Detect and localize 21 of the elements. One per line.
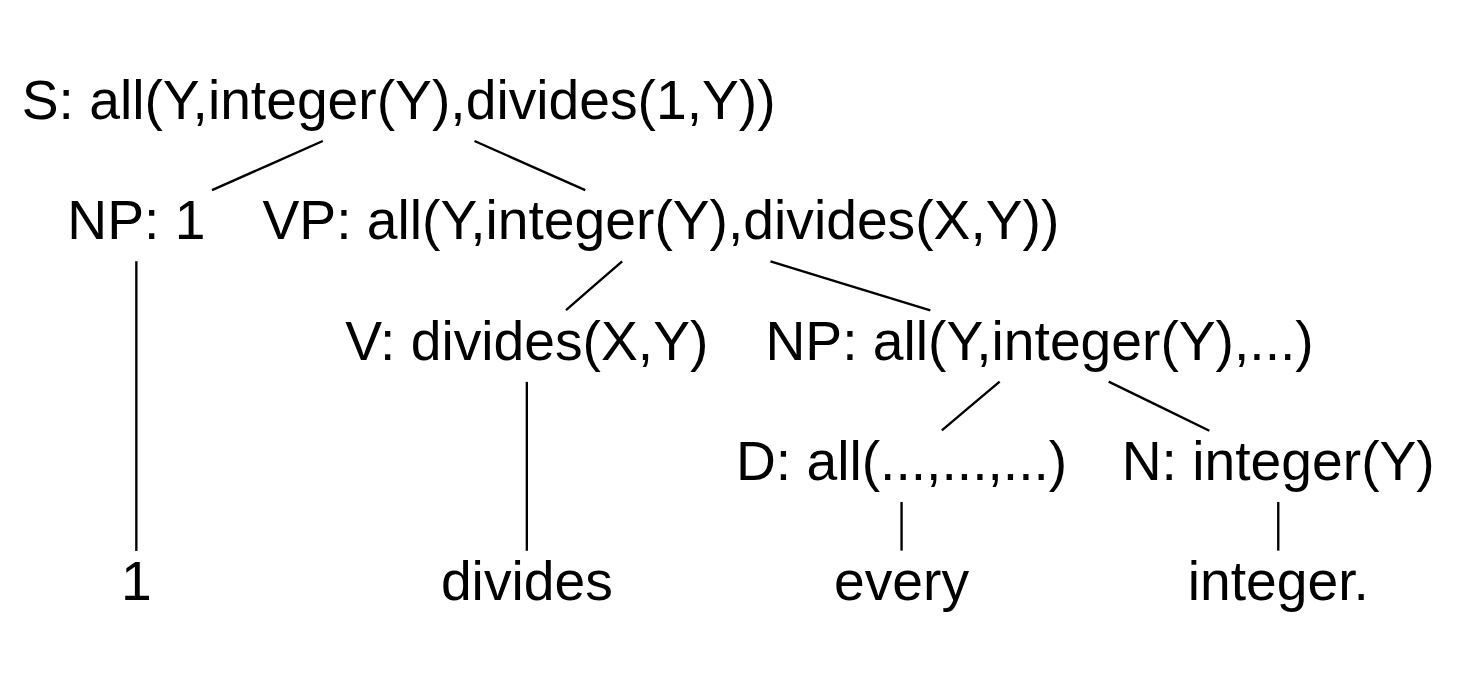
connector [525,381,529,551]
node-text: NP: all(Y,integer(Y),...) [765,309,1314,372]
connector [474,139,586,191]
node-text: D: all(...,...,...) [735,429,1068,492]
node-text: divides [440,549,613,612]
connector [1108,380,1210,432]
connector [1277,501,1280,551]
node-text: VP: all(Y,integer(Y),divides(X,Y)) [262,188,1060,251]
node-text: integer. [1187,549,1369,612]
connector [941,380,1001,431]
connector [900,501,903,551]
node-text: S: all(Y,integer(Y),divides(1,Y)) [21,68,776,131]
connector [211,139,324,191]
connector [565,259,623,311]
node-text: V: divides(X,Y) [345,309,709,372]
node-text: every [834,549,970,612]
connector [770,259,931,312]
node-text: NP: 1 [67,188,206,251]
connector [135,260,138,551]
node-text: N: integer(Y) [1121,429,1435,492]
node-text: 1 [120,549,152,612]
